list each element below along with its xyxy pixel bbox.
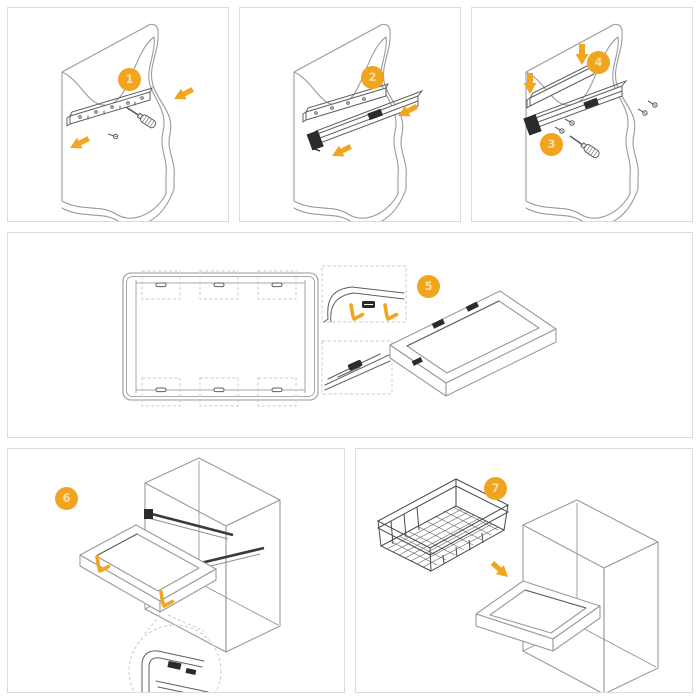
panel-step-5: 5 xyxy=(7,232,693,438)
panel-step-1: 1 xyxy=(7,7,229,222)
screw-icon xyxy=(563,116,576,127)
orange-arrow-icon xyxy=(171,84,196,105)
step-badge-3: 3 xyxy=(540,133,563,156)
panel-step-2: 2 xyxy=(239,7,461,222)
step-7-illustration xyxy=(376,478,659,692)
panel-step-6: 6 xyxy=(7,448,345,693)
step-badge-5: 5 xyxy=(417,275,440,298)
screwdriver-icon xyxy=(566,131,602,160)
cover-profile xyxy=(526,59,599,109)
steps-3-4-illustration xyxy=(523,23,659,221)
step-badge-1: 1 xyxy=(118,68,141,91)
panel-steps-3-4: 4 3 xyxy=(471,7,693,222)
check-mark-icon xyxy=(383,303,399,321)
mounting-bracket xyxy=(66,87,153,127)
wire-basket xyxy=(376,478,510,572)
loose-screw xyxy=(106,131,119,140)
orange-arrow-icon xyxy=(488,558,513,582)
detail-box-clip-front xyxy=(321,265,407,323)
screw-icon xyxy=(553,124,566,135)
step-1-illustration xyxy=(61,23,196,221)
screw-icon xyxy=(646,98,659,109)
slide-rail xyxy=(306,89,424,152)
frame-top-view xyxy=(122,270,319,407)
step-badge-2: 2 xyxy=(361,66,384,89)
screwdriver-icon xyxy=(123,102,158,130)
step-badge-6: 6 xyxy=(55,487,78,510)
pull-out-frame-3d xyxy=(389,290,557,397)
clip-slot xyxy=(155,282,283,393)
check-mark-icon xyxy=(349,303,365,321)
mounted-slide-rail xyxy=(523,79,628,136)
orange-arrow-icon xyxy=(67,133,92,154)
pull-out-frame xyxy=(475,580,601,652)
panel-step-7: 7 xyxy=(355,448,693,693)
screw-icon xyxy=(636,106,649,117)
step-2-illustration xyxy=(293,23,424,221)
step-badge-4: 4 xyxy=(587,51,610,74)
cabinet-side-wall xyxy=(61,23,175,221)
step-badge-7: 7 xyxy=(484,477,507,500)
step-5-illustration xyxy=(122,265,557,407)
magnifier-detail-circle xyxy=(128,614,222,692)
detail-box-clip-side xyxy=(321,340,393,395)
mounting-bracket xyxy=(302,83,389,123)
orange-arrow-icon xyxy=(329,141,354,162)
pull-out-frame xyxy=(79,524,217,613)
slot-highlight-box xyxy=(141,270,297,407)
step-6-illustration xyxy=(79,457,281,692)
